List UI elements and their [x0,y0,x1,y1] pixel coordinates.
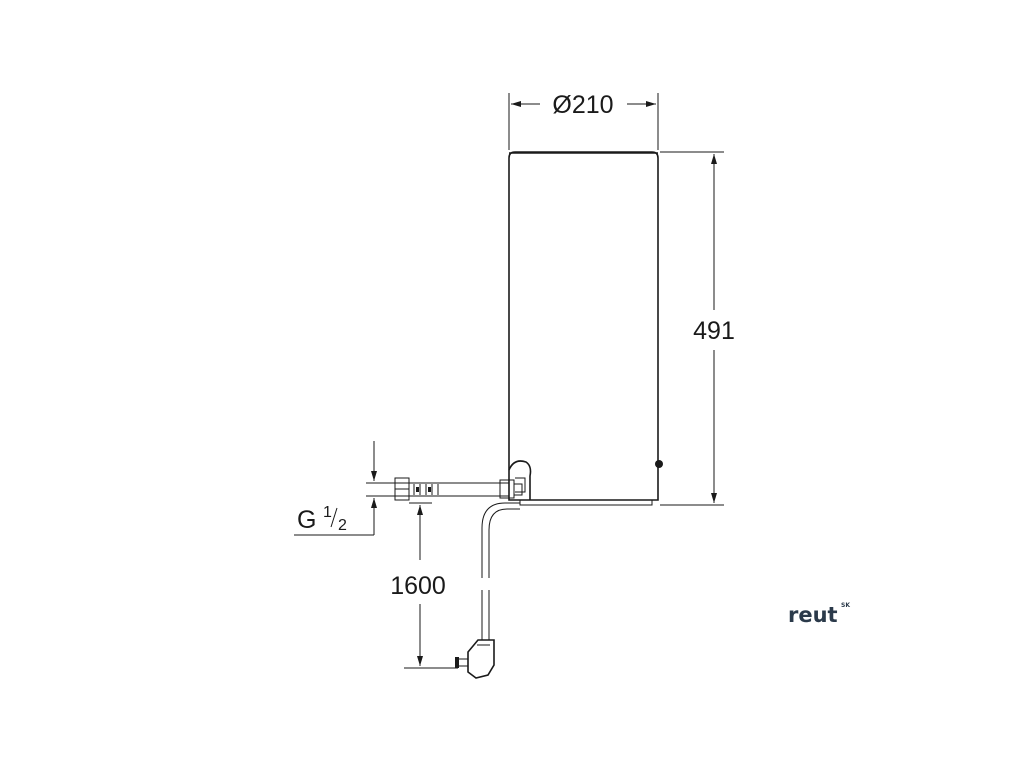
height-dimension: 491 [660,151,735,506]
power-plug [455,639,495,679]
height-label: 491 [693,317,735,345]
fraction-slash [330,507,338,528]
cable-length-dimension: 1600 [390,502,458,669]
connection-hose [394,477,523,501]
diameter-label: Ø210 [552,91,613,119]
logo-suffix: SK [841,602,850,609]
indicator-dot [655,460,663,468]
thread-numerator: 1 [323,504,332,521]
boiler-body [508,151,663,506]
thread-dimension: G 1 2 [294,441,395,536]
thread-letter: G [297,506,316,534]
thread-denominator: 2 [338,517,347,534]
reut-logo: reut SK [788,602,850,627]
power-cable [481,502,520,640]
logo-name: reut [788,603,838,627]
hose-pattern [413,484,439,495]
diameter-dimension: Ø210 [508,91,659,150]
cable-length-label: 1600 [390,572,446,600]
